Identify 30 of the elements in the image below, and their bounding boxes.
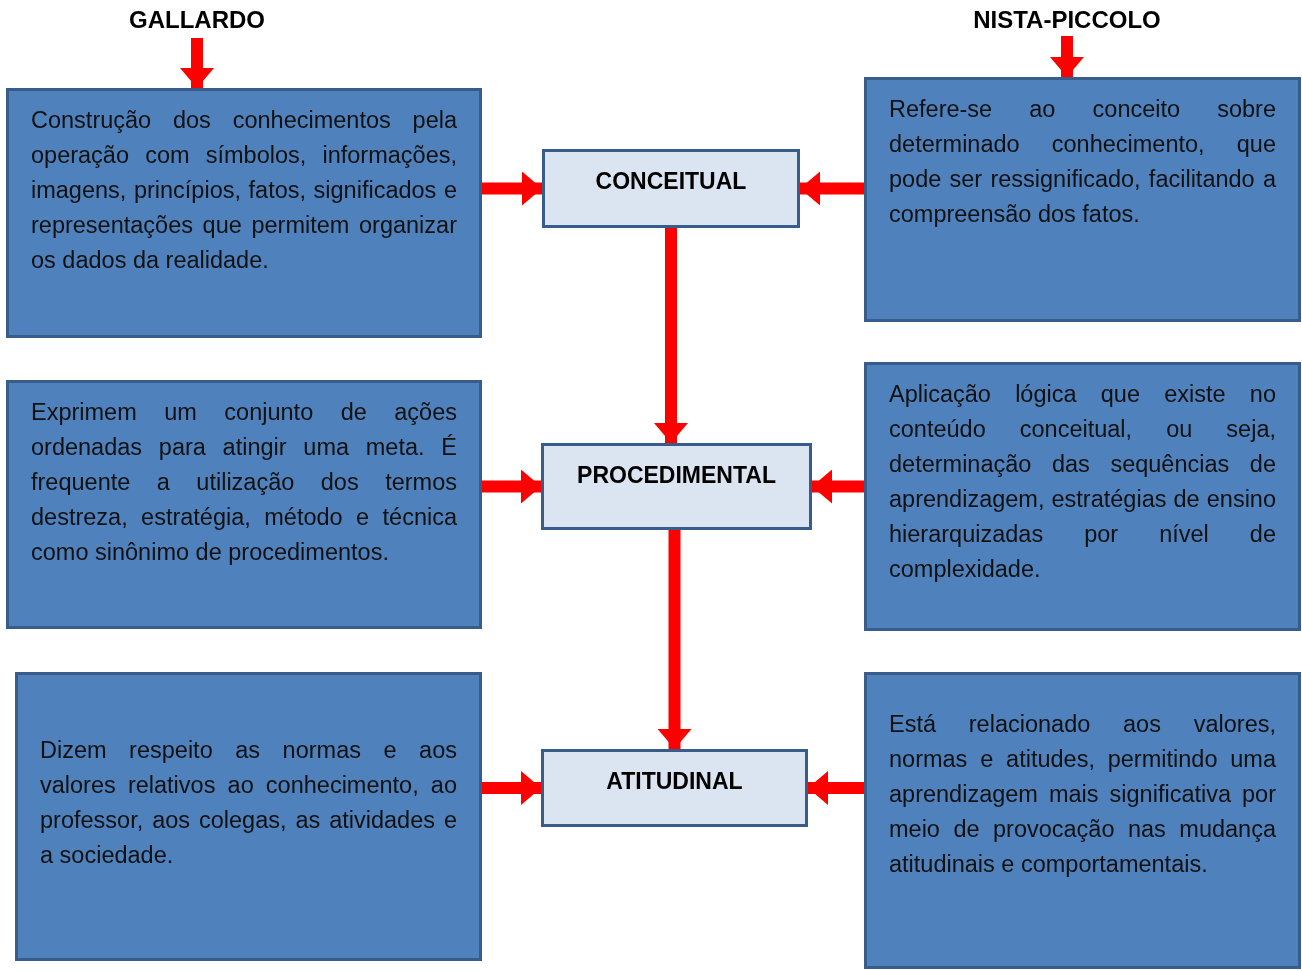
- block-arrow: [812, 469, 864, 504]
- block-arrow: [654, 228, 688, 443]
- heading-text: GALLARDO: [129, 6, 265, 33]
- box-text: Construção dos conhecimentos pela operação com símbolos, informações, imagens, princípios, fatos, significados e representações que permitem organizar os dados da realidade.: [31, 107, 457, 273]
- text-box: [6, 88, 482, 338]
- block-arrow: [808, 771, 864, 805]
- text-box: [15, 672, 482, 961]
- text-box: [6, 380, 482, 629]
- block-arrow: [482, 469, 541, 504]
- box-text: ATITUDINAL: [606, 768, 743, 794]
- block-arrow: [800, 171, 864, 206]
- category-box: [542, 149, 800, 228]
- heading-text: NISTA-PICCOLO: [973, 6, 1161, 33]
- box-text: Exprimem um conjunto de ações ordenadas para atingir uma meta. É frequente a utilização dos termos destreza, estratégia, método e técnica como sinônimo de procedimentos.: [31, 399, 457, 565]
- text-box: [864, 362, 1301, 631]
- text-box: [864, 77, 1301, 322]
- block-arrow: [180, 38, 214, 88]
- text-box: [864, 672, 1301, 969]
- box-text: Dizem respeito as normas e aos valores relativos ao conhecimento, ao professor, aos colegas, as atividades e a sociedade.: [40, 737, 457, 868]
- category-box: [541, 749, 808, 827]
- box-text: CONCEITUAL: [595, 168, 747, 194]
- block-arrow: [657, 530, 692, 749]
- block-arrow: [482, 171, 542, 206]
- box-text: Refere-se ao conceito sobre determinado conhecimento, que pode ser ressignificado, facilitando a compreensão dos fatos.: [889, 96, 1276, 227]
- box-text: Está relacionado aos valores, normas e atitudes, permitindo uma aprendizagem mais significativa por meio de provocação nas mudança atitudinais e comportamentais.: [889, 711, 1276, 877]
- box-text: PROCEDIMENTAL: [577, 462, 776, 488]
- block-arrow: [1050, 36, 1084, 77]
- block-arrow: [482, 771, 541, 805]
- category-box: [541, 443, 812, 530]
- box-text: Aplicação lógica que existe no conteúdo conceitual, ou seja, determinação das sequências de aprendizagem, estratégias de ensino hierarquizadas por nível de complexidade.: [889, 381, 1276, 582]
